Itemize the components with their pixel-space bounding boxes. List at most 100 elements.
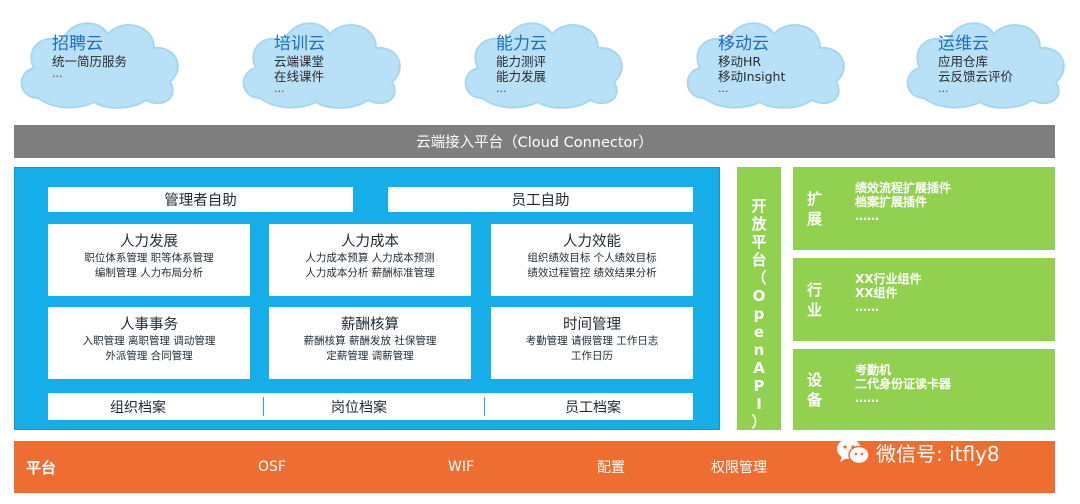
- open-api-char: P: [753, 377, 765, 395]
- platform-item-permission: 权限管理: [711, 460, 767, 476]
- module-line: 绩效过程管控 绩效结果分析: [527, 267, 657, 279]
- module-hr-efficiency: 人力效能 组织绩效目标 个人绩效目标 绩效过程管控 绩效结果分析: [491, 224, 693, 296]
- cloud-shape: [20, 22, 179, 109]
- block-items: XX行业组件 XX组件 ……: [855, 272, 922, 314]
- employee-self-service: 员工自助: [388, 187, 693, 212]
- block-label-char: 展: [807, 209, 823, 228]
- archives-bar: 组织档案 岗位档案 员工档案: [48, 393, 693, 420]
- open-api-column: 开 放 平 台 （ O p e n A P I ）: [737, 167, 781, 431]
- open-api-label: 开 放 平 台 （ O p e n A P I ）: [737, 197, 781, 431]
- module-hr-cost: 人力成本 人力成本预算 人力成本预测 人力成本分析 薪酬标准管理: [269, 224, 471, 296]
- block-items: 考勤机 二代身份证读卡器 ……: [855, 363, 951, 405]
- module-line: 组织绩效目标 个人绩效目标: [527, 252, 657, 264]
- archive-position: 岗位档案: [331, 399, 387, 416]
- module-title: 人力成本: [341, 234, 399, 250]
- open-api-char: （: [751, 269, 767, 287]
- block-item: 档案扩展插件: [855, 195, 928, 209]
- cloud-item: 能力测评: [496, 54, 547, 69]
- module-title: 人力效能: [563, 234, 621, 250]
- cloud-recruitment: 招聘云 统一简历服务 ...: [14, 6, 186, 114]
- cloud-title: 招聘云: [52, 34, 103, 54]
- open-api-char: e: [753, 323, 765, 341]
- archive-employee: 员工档案: [565, 399, 621, 416]
- wechat-id: 微信号: itfly8: [876, 441, 1000, 466]
- cloud-more: ...: [938, 82, 949, 95]
- platform-bar: 平台 OSF WIF 配置 权限管理: [14, 441, 1055, 493]
- open-api-char: O: [752, 287, 766, 305]
- cloud-shape: [686, 22, 845, 109]
- block-item: ……: [855, 209, 879, 223]
- cloud-item: 云端课堂: [274, 54, 325, 69]
- wechat-icon: [837, 439, 870, 465]
- module-title: 人力发展: [120, 234, 178, 250]
- cloud-shape: [464, 22, 623, 109]
- module-personnel-affairs: 人事事务 入职管理 离职管理 调动管理 外派管理 合同管理: [48, 307, 250, 379]
- cloud-item: 在线课件: [274, 69, 325, 84]
- cloud-mobile: 移动云 移动HR 移动Insight ...: [680, 6, 852, 114]
- block-item: 二代身份证读卡器: [855, 377, 952, 391]
- module-line: 编制管理 人力布局分析: [94, 267, 204, 279]
- open-api-char: p: [753, 305, 765, 323]
- industry-components-block: 行 业 XX行业组件 XX组件 ……: [793, 258, 1055, 341]
- extension-plugins-block: 扩 展 绩效流程扩展插件 档案扩展插件 ……: [793, 167, 1055, 250]
- wechat-watermark: 微信号: itfly8: [836, 433, 1000, 471]
- open-api-char: A: [753, 359, 765, 377]
- block-label-char: 行: [807, 280, 823, 299]
- cloud-competency: 能力云 能力测评 能力发展 ...: [458, 6, 630, 114]
- module-line: 人力成本预算 人力成本预测: [305, 252, 435, 264]
- block-label-char: 备: [807, 390, 823, 409]
- open-api-char: 平: [751, 233, 767, 251]
- cloud-more: ...: [718, 82, 729, 95]
- block-item: 绩效流程扩展插件: [855, 181, 952, 195]
- cloud-item: 能力发展: [496, 69, 547, 84]
- devices-block: 设 备 考勤机 二代身份证读卡器 ……: [793, 349, 1055, 430]
- module-line: 外派管理 合同管理: [105, 350, 193, 362]
- block-item: ……: [855, 391, 879, 405]
- block-label: 行 业: [807, 280, 825, 320]
- cloud-shape: [906, 22, 1065, 109]
- module-time-management: 时间管理 考勤管理 请假管理 工作日志 工作日历: [491, 307, 693, 379]
- cloud-training: 培训云 云端课堂 在线课件 ...: [236, 6, 408, 114]
- module-payroll: 薪酬核算 薪酬核算 薪酬发放 社保管理 定薪管理 调薪管理: [269, 307, 471, 379]
- cloud-more: ...: [274, 82, 285, 95]
- divider: [484, 397, 485, 416]
- open-api-char: ）: [751, 413, 767, 431]
- block-items: 绩效流程扩展插件 档案扩展插件 ……: [855, 181, 951, 223]
- module-line: 薪酬核算 薪酬发放 社保管理: [303, 335, 437, 347]
- open-api-char: 开: [751, 197, 767, 215]
- hr-core-panel: 管理者自助 员工自助 人力发展 职位体系管理 职等体系管理 编制管理 人力布局分…: [14, 167, 720, 430]
- open-api-char: n: [753, 341, 765, 359]
- module-title: 时间管理: [563, 317, 621, 333]
- platform-label: 平台: [26, 458, 57, 477]
- block-label: 设 备: [807, 370, 825, 410]
- cloud-title: 培训云: [274, 34, 325, 54]
- block-label-char: 设: [807, 370, 823, 389]
- block-label-char: 业: [807, 300, 823, 319]
- platform-item-wif: WIF: [448, 459, 475, 475]
- cloud-title: 能力云: [496, 34, 547, 54]
- open-api-char: I: [756, 395, 762, 413]
- divider: [263, 397, 264, 416]
- cloud-title: 移动云: [718, 34, 769, 54]
- cloud-item: 统一简历服务: [52, 54, 128, 69]
- block-label: 扩 展: [807, 189, 825, 229]
- cloud-more: ...: [496, 82, 507, 95]
- cloud-title: 运维云: [938, 34, 989, 54]
- cloud-item: 移动HR: [718, 54, 762, 69]
- block-item: XX行业组件: [855, 272, 922, 286]
- module-title: 人事事务: [120, 317, 178, 333]
- module-line: 定薪管理 调薪管理: [326, 350, 414, 362]
- cloud-item: 应用仓库: [938, 54, 989, 69]
- block-item: ……: [855, 300, 879, 314]
- module-line: 职位体系管理 职等体系管理: [84, 252, 214, 264]
- module-title: 薪酬核算: [341, 317, 399, 333]
- cloud-connector-bar: 云端接入平台（Cloud Connector）: [14, 125, 1055, 158]
- cloud-operations: 运维云 应用仓库 云反馈云评价 ...: [900, 6, 1072, 114]
- cloud-item: 云反馈云评价: [938, 69, 1014, 84]
- block-item: XX组件: [855, 286, 898, 300]
- cloud-item: 移动Insight: [718, 69, 786, 84]
- cloud-shape: [242, 22, 401, 109]
- open-api-char: 台: [751, 251, 767, 269]
- module-line: 考勤管理 请假管理 工作日志: [525, 335, 659, 347]
